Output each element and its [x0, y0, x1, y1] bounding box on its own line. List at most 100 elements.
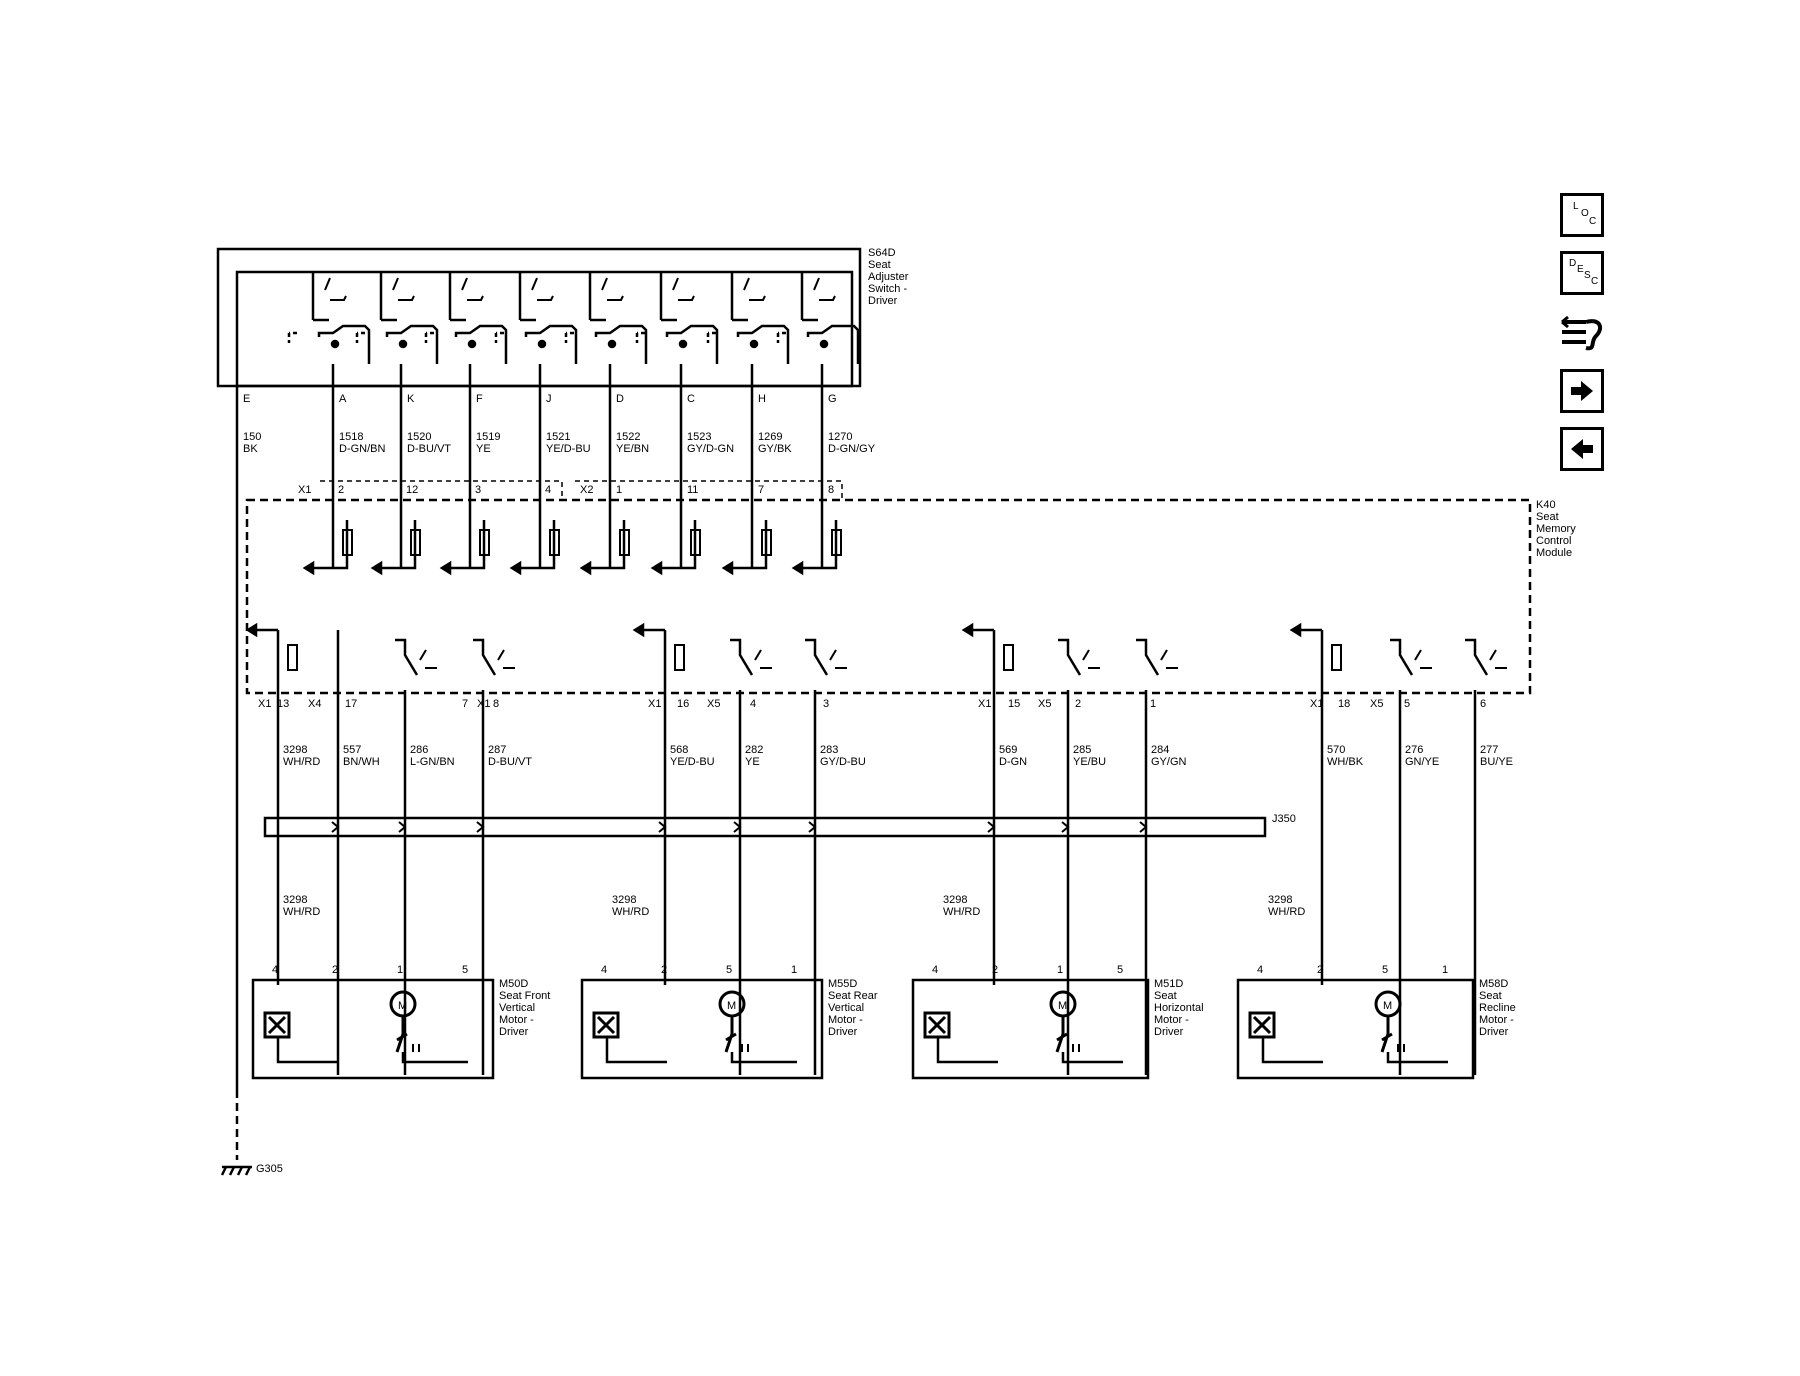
seat-position-icon	[743, 277, 766, 301]
relay-contact	[1136, 638, 1160, 676]
motor-pin-label: 1	[791, 964, 797, 976]
motor-pin-label: 2	[332, 964, 338, 976]
seat-position-icon	[672, 277, 695, 301]
module-pin-label: 15	[1008, 698, 1020, 710]
circuit-number: 568	[670, 744, 688, 756]
switch-contact	[317, 324, 371, 364]
switch-contact	[524, 324, 578, 364]
motor-pin-label: 5	[462, 964, 468, 976]
sensor-cross	[596, 1015, 616, 1035]
circuit-number: 1518	[339, 431, 363, 443]
wire-color: WH/RD	[612, 906, 649, 918]
seat-position-icon	[1082, 649, 1100, 669]
circuit-number: 569	[999, 744, 1017, 756]
feedback-arrows	[741, 1044, 749, 1052]
junction-dot	[819, 339, 829, 349]
motor-internal-wire	[936, 1037, 998, 1064]
junction-dot	[537, 339, 547, 349]
wire-color: GY/BK	[758, 443, 792, 455]
switch-pin-label: E	[243, 393, 250, 405]
switch-link	[564, 331, 574, 343]
pull-resistor	[287, 644, 298, 671]
motor-pin-label: 4	[272, 964, 278, 976]
location-button[interactable]: L O C	[1560, 193, 1604, 237]
motor-name: Driver	[499, 1026, 529, 1038]
feedback-arrows	[412, 1044, 420, 1052]
wire-color: D-GN/BN	[339, 443, 386, 455]
wire-color: D-GN/GY	[828, 443, 876, 455]
switch-link	[287, 331, 297, 343]
motor-pin-label: 4	[1257, 964, 1263, 976]
seat-position-icon	[419, 649, 437, 669]
module-pin-label: 2	[1075, 698, 1081, 710]
motor-internal-wire	[1061, 1052, 1123, 1064]
previous-page-button[interactable]	[1560, 427, 1604, 471]
circuit-number: 1522	[616, 431, 640, 443]
next-page-button[interactable]	[1560, 369, 1604, 413]
motor-pin-label: 1	[1057, 964, 1063, 976]
relay-contact	[1465, 638, 1489, 676]
module-name: Module	[1536, 547, 1572, 559]
switch-pin-label: G	[828, 393, 837, 405]
splice-connection	[987, 821, 996, 833]
switch-contact	[454, 324, 508, 364]
arrow-icon	[302, 560, 315, 576]
module-pin-label: X1	[258, 698, 271, 710]
wire-color: YE/BN	[616, 443, 649, 455]
circuit-number: 3298	[283, 894, 307, 906]
wire-color: BK	[243, 443, 258, 455]
wire-color: L-GN/BN	[410, 756, 455, 768]
connector-label: X2	[580, 484, 593, 496]
motor-name: Driver	[1154, 1026, 1184, 1038]
connector-outline	[320, 480, 843, 500]
pull-resistor	[674, 644, 685, 671]
module-pin-label: 8	[828, 484, 834, 496]
module-input-wire	[313, 520, 349, 570]
circuit-number: 283	[820, 744, 838, 756]
circuit-number: 277	[1480, 744, 1498, 756]
arrow-icon	[650, 560, 663, 576]
motor-internal-wire	[1261, 1037, 1323, 1064]
pull-resistor	[1331, 644, 1342, 671]
motor-shaft	[395, 1016, 408, 1053]
seat-position-icon	[754, 649, 772, 669]
motor-pin-label: 2	[661, 964, 667, 976]
arrow-icon	[721, 560, 734, 576]
arrow-icon	[632, 622, 645, 638]
relay-contact	[1390, 638, 1414, 676]
arrow-left-icon	[1571, 439, 1593, 459]
module-pin-label: X1	[978, 698, 991, 710]
switch-link	[494, 331, 504, 343]
wire-color: WH/RD	[943, 906, 980, 918]
ground-ref: G305	[256, 1163, 283, 1175]
module-pin-label: 11	[687, 484, 698, 496]
module-pin-label: 1	[616, 484, 622, 496]
wire-color: WH/RD	[283, 756, 320, 768]
motor-shaft	[1055, 1016, 1068, 1053]
module-pin-label: 5	[1404, 698, 1410, 710]
module-pin-label: X5	[707, 698, 720, 710]
arrow-icon	[370, 560, 383, 576]
motor-pin-label: 4	[932, 964, 938, 976]
module-input-wire	[661, 520, 697, 570]
seat-position-icon	[813, 277, 836, 301]
module-pin-label: 13	[277, 698, 289, 710]
circuit-number: 1523	[687, 431, 711, 443]
switch-pin-label: K	[407, 393, 415, 405]
module-pin-label: X1	[477, 698, 490, 710]
arrow-icon	[1289, 622, 1302, 638]
arrow-icon	[439, 560, 452, 576]
description-button[interactable]: D E S C	[1560, 251, 1604, 295]
switch-link	[424, 331, 434, 343]
junction-dot	[398, 339, 408, 349]
switch-contact	[806, 324, 860, 364]
circuit-number: 3298	[943, 894, 967, 906]
arrow-icon	[579, 560, 592, 576]
motor-pin-label: 5	[1117, 964, 1123, 976]
motor-name: Seat Front	[499, 990, 550, 1002]
circuit-number: 287	[488, 744, 506, 756]
circuit-number: 1269	[758, 431, 782, 443]
wiring-harness-icon[interactable]	[1556, 308, 1608, 356]
seat-position-icon	[497, 649, 515, 669]
motor-name: Seat	[1479, 990, 1502, 1002]
